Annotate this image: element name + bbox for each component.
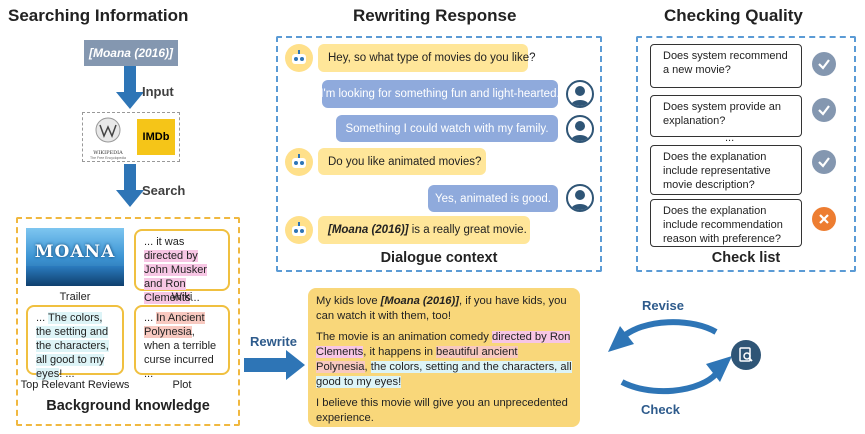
check-item-2: Does system provide an explanation? [650, 95, 802, 137]
check-label: Check [641, 402, 681, 417]
bot-avatar [285, 216, 313, 244]
user-avatar [566, 184, 594, 212]
dialogue-turn-6: [Moana (2016)] is a really great movie. [318, 216, 530, 244]
user-avatar [566, 115, 594, 143]
response-paragraph-2: The movie is an animation comedy directe… [316, 331, 572, 388]
user-avatar [566, 80, 594, 108]
check-pass-icon [812, 52, 836, 76]
check-pass-icon [812, 98, 836, 122]
check-list-box [636, 36, 856, 272]
dialogue-context-title: Dialogue context [380, 250, 498, 266]
response-paragraph-3: I believe this movie will give you an un… [316, 397, 568, 424]
dialogue-turn-2: I'm looking for something fun and light-… [320, 80, 560, 108]
revise-label: Revise [642, 298, 684, 313]
bot-avatar [285, 148, 313, 176]
plot-caption: Plot [172, 379, 192, 391]
sources-box: WIKIPEDIA The Free Encyclopedia IMDb [82, 112, 180, 162]
background-knowledge-title: Background knowledge [46, 398, 210, 414]
trailer-image: MOANA [26, 228, 124, 286]
check-section-title: Checking Quality [664, 6, 803, 25]
dialogue-turn-5: Yes, animated is good. [428, 185, 558, 212]
background-knowledge-box [16, 217, 240, 426]
search-document-icon [731, 340, 761, 370]
plot-snippet: ... In Ancient Polynesia, when a terribl… [134, 305, 230, 380]
check-ellipsis: ... [725, 132, 735, 144]
response-paragraph-1: My kids love [Moana (2016)], if you have… [316, 295, 567, 322]
check-item-4: Does the explanation include recommendat… [650, 199, 802, 247]
input-label: Input [142, 84, 174, 99]
reviews-caption: Top Relevant Reviews [20, 379, 130, 391]
rewrite-arrow [244, 350, 305, 380]
imdb-logo: IMDb [137, 119, 175, 155]
dialogue-turn-1: Hey, so what type of movies do you like? [318, 44, 536, 72]
dialogue-context-box [276, 36, 602, 272]
wikipedia-logo: WIKIPEDIA The Free Encyclopedia [89, 117, 127, 160]
search-label: Search [142, 183, 186, 198]
movie-input-box: [Moana (2016)] [84, 40, 178, 66]
search-arrow [116, 164, 144, 207]
wiki-snippet: ... it was directed by John Musker and R… [134, 229, 230, 304]
search-section-title: Searching Information [8, 6, 189, 25]
check-item-1: Does system recommend a new movie? [650, 44, 802, 88]
check-pass-icon [812, 150, 836, 174]
check-list-title: Check list [711, 250, 781, 266]
input-arrow [116, 66, 144, 109]
wiki-caption: Wiki [171, 291, 193, 303]
rewrite-section-title: Rewriting Response [353, 6, 517, 25]
revise-check-cycle [608, 319, 732, 395]
trailer-caption: Trailer [59, 291, 91, 303]
review-snippet: ... The colors, the setting and the char… [26, 305, 124, 380]
dialogue-turn-4: Do you like animated movies? [318, 148, 486, 175]
rewritten-response: My kids love [Moana (2016)], if you have… [308, 288, 580, 427]
check-fail-icon [812, 207, 836, 231]
rewrite-label: Rewrite [250, 334, 297, 349]
check-item-3: Does the explanation include representat… [650, 145, 802, 195]
dialogue-turn-3: Something I could watch with my family. [336, 115, 558, 142]
bot-avatar [285, 44, 313, 72]
